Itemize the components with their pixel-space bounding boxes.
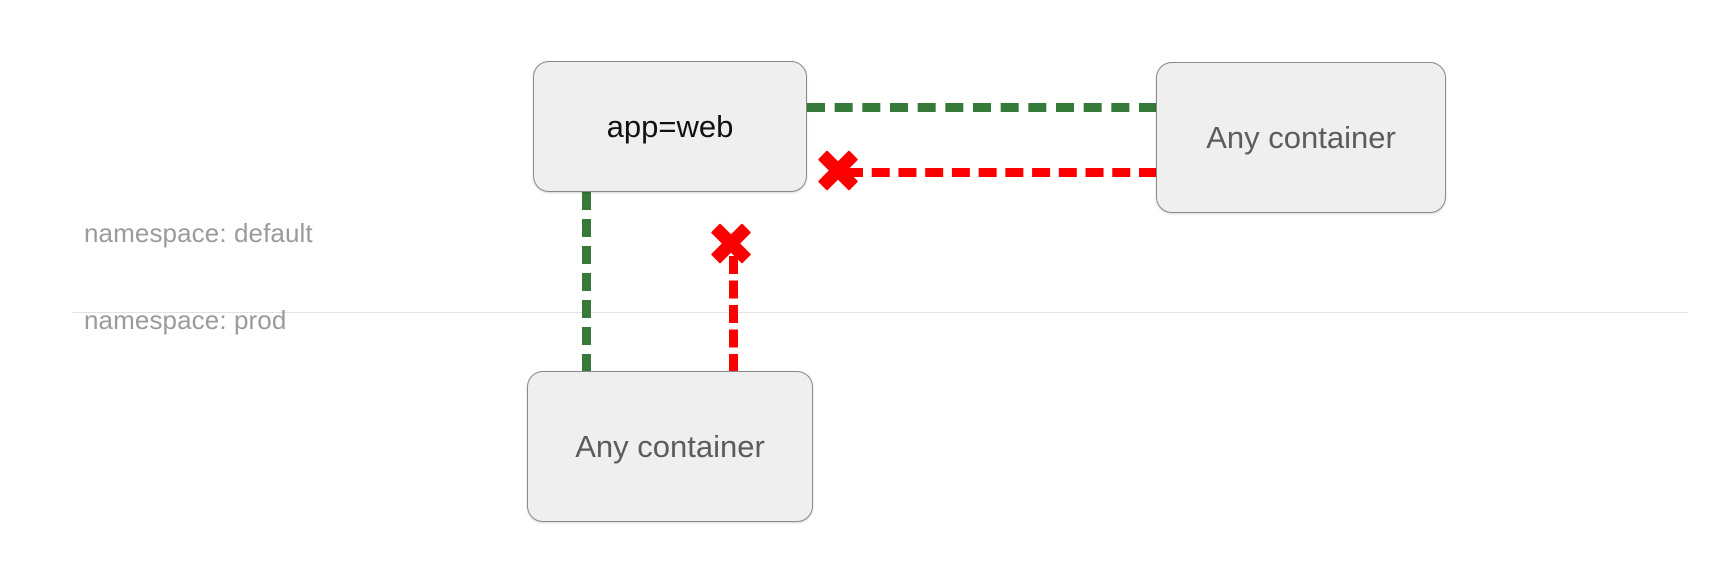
- node-any-container-default[interactable]: Any container: [1156, 62, 1446, 213]
- node-any-container-default-label: Any container: [1206, 120, 1396, 155]
- edge-deny-bottom-to-primary: [729, 256, 738, 372]
- node-app-web-label: app=web: [606, 109, 734, 144]
- namespace-divider: [72, 312, 1688, 313]
- node-app-web[interactable]: app=web: [533, 61, 807, 192]
- edge-allow-primary-to-bottom: [582, 192, 591, 372]
- node-any-container-prod[interactable]: Any container: [527, 371, 813, 522]
- x-mark-icon-bottom-edge: [709, 221, 753, 265]
- edge-allow-primary-to-right: [807, 103, 1157, 112]
- x-mark-icon-right-edge: [816, 148, 860, 192]
- namespace-label-default: namespace: default: [84, 218, 313, 248]
- edge-deny-right-to-primary: [845, 168, 1157, 177]
- node-any-container-prod-label: Any container: [575, 429, 765, 464]
- namespace-label-prod: namespace: prod: [84, 305, 287, 335]
